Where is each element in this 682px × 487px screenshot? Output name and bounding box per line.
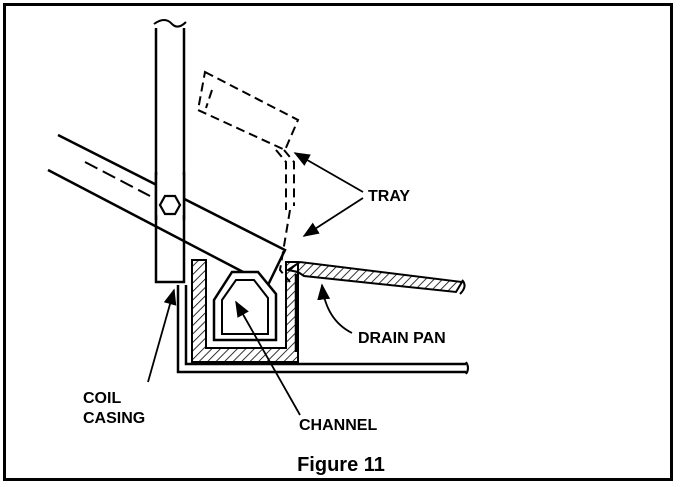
coil-casing-post [150, 18, 190, 284]
tray-dashed [196, 70, 300, 283]
figure-frame [3, 3, 673, 481]
label-coil: COIL [83, 390, 121, 407]
channel-arrow [235, 300, 301, 416]
coil-casing-arrow [147, 288, 177, 383]
figure-caption: Figure 11 [297, 454, 385, 476]
channel [191, 259, 299, 363]
label-channel: CHANNEL [299, 417, 377, 434]
label-casing: CASING [83, 410, 145, 427]
coil-casing-bottom [176, 285, 466, 374]
drain-pan-arrow [317, 283, 353, 334]
tray-arrow-upper [293, 152, 364, 193]
label-drain-pan: DRAIN PAN [358, 330, 446, 347]
tray-arrow-lower [302, 197, 364, 237]
drain-pan [285, 260, 466, 352]
hex-bolt-icon [158, 194, 182, 216]
label-tray: TRAY [368, 188, 410, 205]
